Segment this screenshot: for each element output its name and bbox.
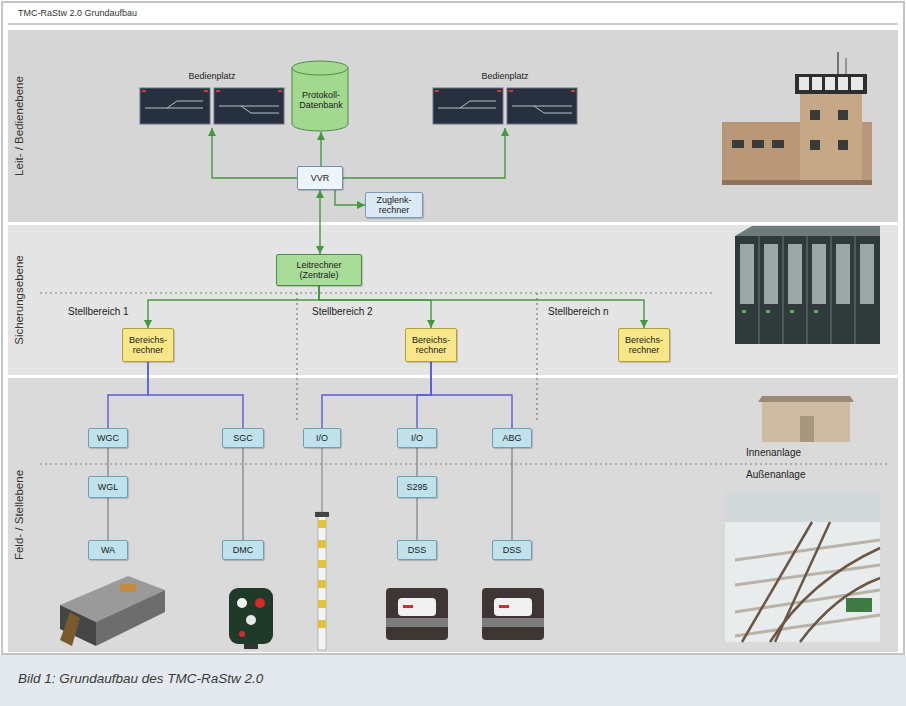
field-box: WGC: [88, 428, 128, 448]
signal-wire: [321, 448, 322, 512]
field-box: DSS: [397, 540, 437, 560]
connector: [242, 448, 243, 540]
level-band: Sicherungsebene Leitrechner (Zentrale) Ber…: [8, 225, 898, 375]
track-sensor-photo: [386, 588, 448, 640]
connector: [416, 498, 417, 540]
server-racks: [735, 226, 880, 344]
cylinder-body: [292, 61, 348, 131]
field-box: I/O: [397, 428, 437, 448]
band-label: Feld- / Stellebene: [8, 378, 30, 652]
field-box: S295: [397, 476, 437, 498]
track-layout: [145, 101, 279, 113]
monitor-pair: [430, 86, 580, 126]
cylinder-rim: [292, 68, 348, 75]
node-label: WGL: [98, 482, 119, 492]
connector: [320, 132, 321, 166]
track-end: [142, 90, 282, 92]
field-box: I/O: [303, 428, 341, 448]
node-label: DSS: [408, 545, 427, 555]
level-band: Leit- / Bedienebene BedienplatzProtokoll-…: [8, 30, 898, 222]
field-box: WA: [88, 540, 128, 560]
process-box: VVR: [297, 166, 343, 190]
band-fill: [8, 30, 898, 222]
connector: [511, 448, 512, 540]
node-label: WGC: [97, 433, 119, 443]
process-box: Zuglenk- rechner: [365, 192, 423, 219]
connector: [322, 362, 431, 428]
equipment-hut: [758, 396, 854, 442]
connector: [212, 128, 297, 178]
monitor: [214, 88, 284, 124]
track-layout: [438, 101, 572, 113]
region-label: Stellbereich 1: [68, 306, 129, 318]
node-label: Protokoll- Datenbank: [294, 90, 348, 111]
node-label: Bedienplatz: [430, 70, 580, 82]
node-label: Bereichs- rechner: [623, 335, 665, 356]
region-label: Innenanlage: [746, 447, 801, 459]
band-fill: [8, 378, 898, 652]
caption-band: [0, 655, 906, 706]
signal-mast: [315, 512, 329, 650]
track-sensor-photo: [482, 588, 544, 640]
field-box: DMC: [222, 540, 264, 560]
connector: [335, 190, 365, 205]
figure-caption: Bild 1: Grundaufbau des TMC-RaStw 2.0: [18, 671, 263, 687]
node-label: Leitrechner (Zentrale): [281, 260, 357, 281]
band-label: Sicherungsebene: [8, 225, 30, 375]
node-label: SGC: [233, 433, 253, 443]
node-label: WA: [101, 545, 115, 555]
area-computer-box: Bereichs- rechner: [405, 328, 457, 362]
region-label: Außenanlage: [746, 469, 806, 481]
monitor: [433, 88, 503, 124]
node-label: DMC: [233, 545, 254, 555]
connector: [416, 448, 417, 476]
operator-workstation: Bedienplatz: [430, 70, 580, 128]
connector: [343, 128, 505, 178]
level-band: Feld- / Stellebene WGC SGC I/O I/O ABG WGL S295…: [8, 378, 898, 652]
area-computer-box: Bereichs- rechner: [618, 328, 670, 362]
title-rule: [8, 24, 898, 25]
database-cylinder: Protokoll- Datenbank: [291, 60, 351, 132]
connector: [107, 448, 108, 476]
connector: [107, 498, 108, 540]
node-label: Bereichs- rechner: [127, 335, 169, 356]
field-box: SGC: [222, 428, 264, 448]
signal-box-building: [722, 52, 872, 185]
monitor: [140, 88, 210, 124]
light-signal: [229, 588, 273, 649]
region-label: Stellbereich 2: [312, 306, 373, 318]
node-label: Zuglenk- rechner: [370, 195, 418, 216]
node-label: I/O: [411, 433, 423, 443]
connector: [148, 286, 319, 328]
operator-workstation: Bedienplatz: [137, 70, 287, 128]
band-label: Leit- / Bedienebene: [8, 30, 30, 222]
node-label: DSS: [503, 545, 522, 555]
connector: [108, 362, 148, 428]
connector: [431, 362, 512, 428]
region-label: Stellbereich n: [548, 306, 609, 318]
point-machine: [60, 576, 165, 646]
node-label: VVR: [311, 173, 330, 183]
central-computer-box: Leitrechner (Zentrale): [276, 254, 362, 286]
band-fill: [8, 225, 898, 375]
field-box: WGL: [88, 476, 128, 498]
node-label: S295: [406, 482, 427, 492]
field-box: ABG: [492, 428, 532, 448]
figure-title: TMC-RaStw 2.0 Grundaufbau: [18, 8, 137, 19]
track-end: [435, 90, 575, 92]
area-computer-box: Bereichs- rechner: [122, 328, 174, 362]
node-label: ABG: [502, 433, 521, 443]
track-photo: [725, 492, 880, 642]
connector: [319, 190, 320, 254]
field-box: DSS: [492, 540, 532, 560]
frame: [2, 2, 904, 654]
connector: [417, 362, 431, 428]
connector: [148, 362, 243, 428]
node-label: Bereichs- rechner: [410, 335, 452, 356]
monitor-pair: [137, 86, 287, 126]
node-label: Bedienplatz: [137, 70, 287, 82]
node-label: I/O: [316, 433, 328, 443]
monitor: [507, 88, 577, 124]
